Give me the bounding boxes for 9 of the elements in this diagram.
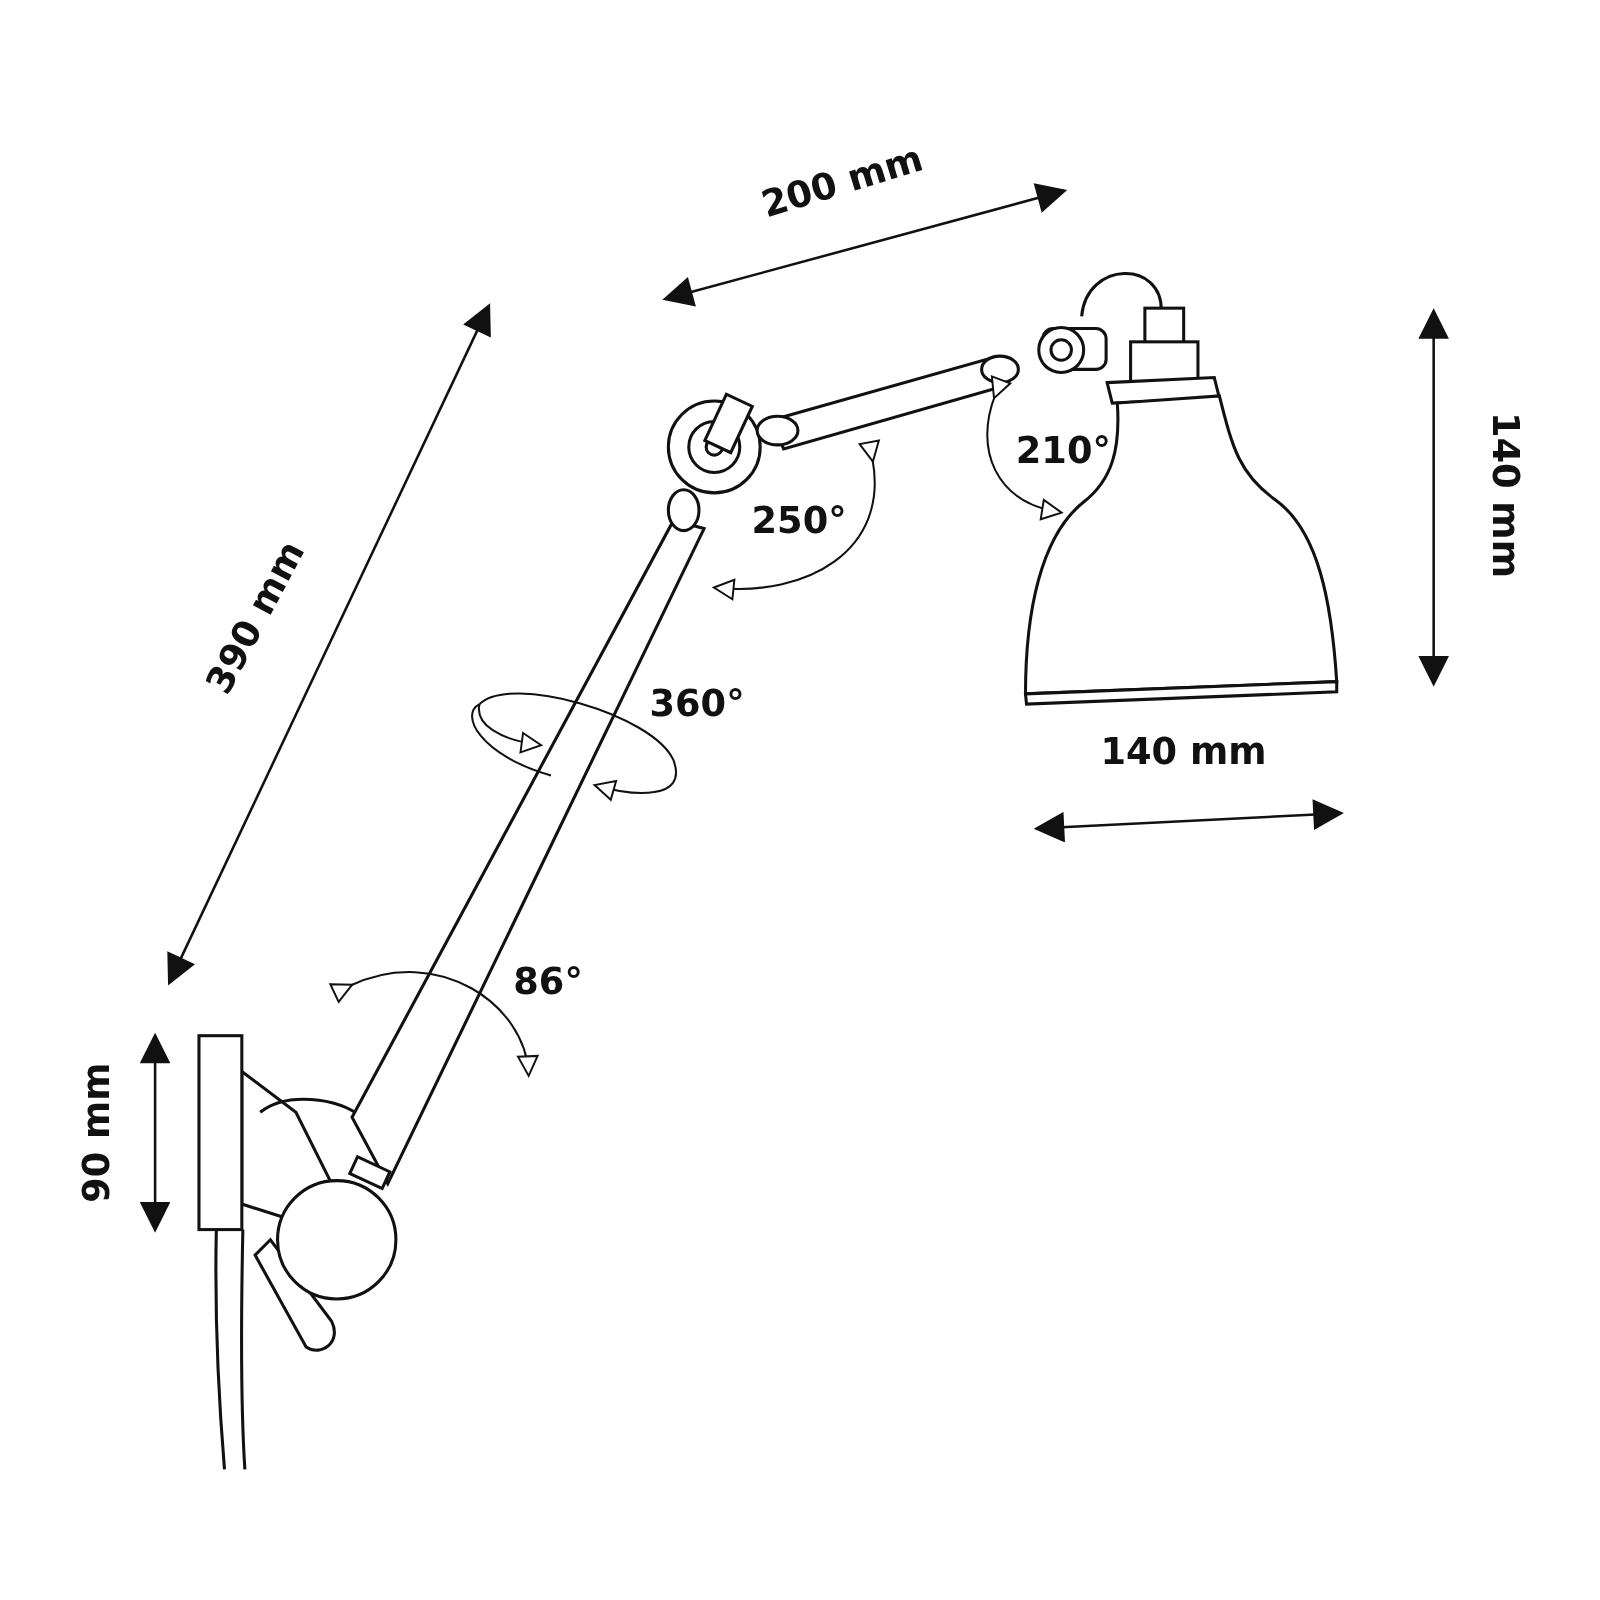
dimension-label: 140 mm (1486, 411, 1524, 578)
angle-label: 250° (751, 502, 847, 539)
angle-label: 360° (649, 685, 745, 723)
angle-label: 86° (513, 963, 583, 1000)
angle-label: 210° (1015, 432, 1111, 470)
dimension-label: 200 mm (756, 139, 927, 224)
dimension-label: 140 mm (1100, 733, 1267, 771)
dimension-label: 390 mm (199, 535, 311, 700)
dimension-label: 90 mm (78, 1062, 116, 1203)
